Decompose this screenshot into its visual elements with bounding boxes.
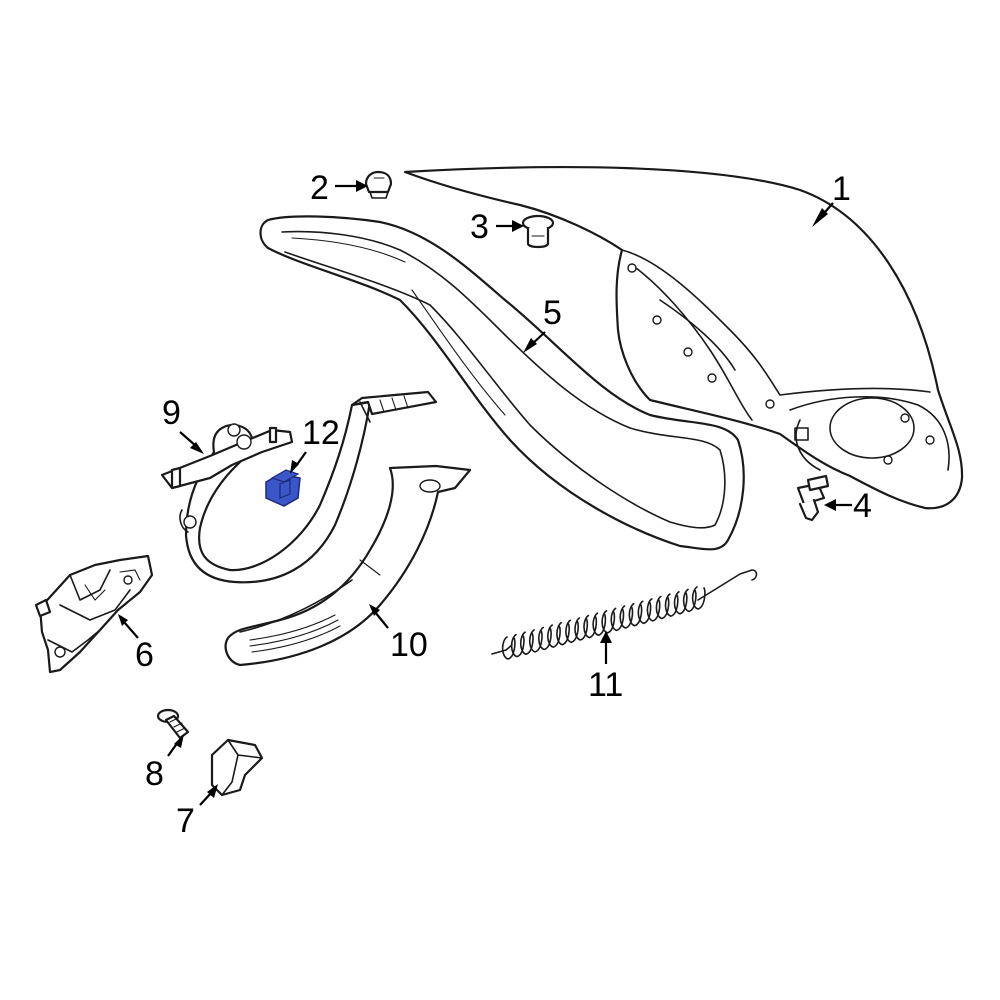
bumper-pad[interactable]	[210, 738, 264, 797]
clip-part-2[interactable]	[364, 170, 393, 199]
callout-5: 5	[543, 294, 562, 332]
weatherstrip[interactable]	[259, 215, 745, 551]
bumper-part-4[interactable]	[796, 474, 830, 522]
callout-10: 10	[390, 626, 428, 664]
callout-labels: 1 2 3 4 5 6 7 8 9 10 11 12	[135, 169, 872, 840]
callout-11: 11	[588, 666, 623, 704]
bumper-part-3[interactable]	[521, 214, 555, 249]
callout-8: 8	[145, 755, 164, 793]
trunk-lid[interactable]	[403, 166, 964, 510]
callout-9: 9	[162, 394, 181, 432]
bolt[interactable]	[156, 708, 190, 740]
highlighted-clip-part-12[interactable]	[265, 469, 301, 507]
callout-2: 2	[310, 169, 329, 207]
latch[interactable]	[34, 554, 154, 674]
callout-7: 7	[176, 802, 195, 840]
hinge-cover[interactable]	[224, 464, 472, 667]
callout-4: 4	[853, 487, 872, 525]
callout-6: 6	[135, 636, 154, 674]
hinge-arm[interactable]	[160, 390, 438, 584]
callout-12: 12	[302, 414, 340, 452]
callout-3: 3	[470, 208, 489, 246]
callout-1: 1	[832, 170, 851, 208]
torsion-spring[interactable]	[491, 569, 758, 660]
leader-lines	[118, 180, 852, 806]
